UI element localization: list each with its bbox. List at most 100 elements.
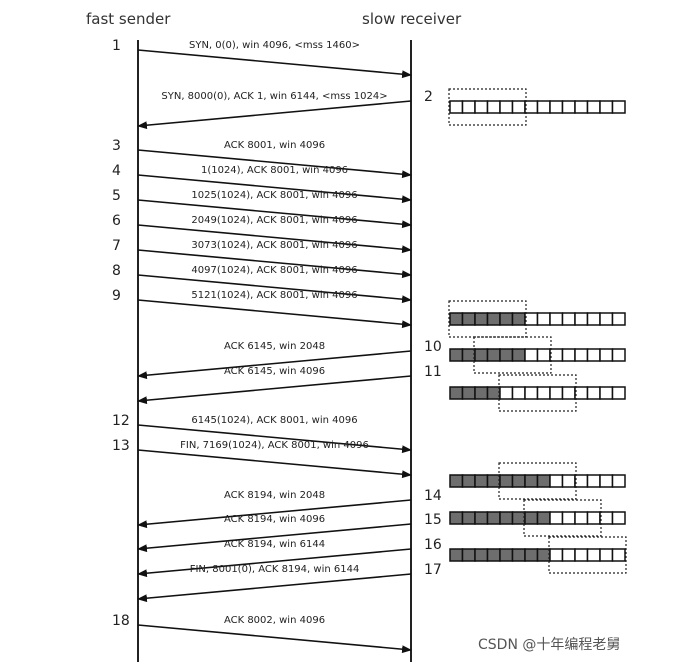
buffer-cell [524,312,539,326]
buffer-cell [561,348,576,362]
message-label-17: FIN, 8001(0), ACK 8194, win 6144 [190,564,360,575]
message-label-13: FIN, 7169(1024), ACK 8001, win 4096 [180,440,369,451]
buffer-cell [586,100,601,114]
message-label-14: ACK 8194, win 2048 [224,490,325,501]
buffer-cell [611,348,626,362]
buffer-cell [461,386,476,400]
buffer-cell [599,474,614,488]
message-arrow-5 [137,199,412,229]
buffer-cell [574,348,589,362]
buffer-cell [511,100,526,114]
buffer-cell [449,312,464,326]
message-arrow-8 [137,274,412,304]
buffer-cell [474,312,489,326]
step-number-15: 15 [424,512,442,528]
step-number-17: 17 [424,562,442,578]
buffer-cell [561,386,576,400]
buffer-cell [461,548,476,562]
buffer-cell [449,100,464,114]
buffer-cell [499,474,514,488]
message-arrow-7 [137,249,412,279]
step-number-10: 10 [424,339,442,355]
buffer-cell [461,348,476,362]
buffer-cell [536,386,551,400]
step-number-14: 14 [424,488,442,504]
buffer-cell [499,312,514,326]
buffer-cell [486,312,501,326]
buffer-cell [549,100,564,114]
step-number-11: 11 [424,364,442,380]
buffer-cell [536,312,551,326]
message-arrow-6 [137,224,412,254]
buffer-cell [574,100,589,114]
buffers-layer [448,88,627,574]
buffer-cell [599,312,614,326]
message-arrow-1 [137,49,412,79]
buffer-cell [511,511,526,525]
message-arrow-13 [137,449,412,479]
buffer-cell [499,100,514,114]
buffer-cell [449,474,464,488]
message-arrow-17 [137,573,412,603]
buffer-cell [549,548,564,562]
step-number-4: 4 [112,163,121,179]
buffer-after-13 [449,462,626,500]
message-label-6: 2049(1024), ACK 8001, win 4096 [191,215,357,226]
message-label-2: SYN, 8000(0), ACK 1, win 6144, <mss 1024… [161,91,387,102]
message-label-10: ACK 6145, win 2048 [224,341,325,352]
buffer-cell [461,474,476,488]
buffer-cell [549,474,564,488]
buffer-after-10 [449,336,626,374]
receive-window-frame [498,374,577,412]
message-label-11: ACK 6145, win 4096 [224,366,325,377]
step-number-5: 5 [112,188,121,204]
message-label-8: 4097(1024), ACK 8001, win 4096 [191,265,357,276]
buffer-cell [524,548,539,562]
buffer-cell [486,100,501,114]
buffer-cell [524,348,539,362]
buffer-cell [574,386,589,400]
buffer-cell [499,548,514,562]
message-label-16: ACK 8194, win 6144 [224,539,325,550]
buffer-cell [499,511,514,525]
buffer-cell [511,386,526,400]
buffer-cell [599,100,614,114]
buffer-cell [449,548,464,562]
buffer-cell [599,386,614,400]
message-arrow-12 [137,424,412,454]
buffer-cell [586,348,601,362]
step-number-7: 7 [112,238,121,254]
step-number-3: 3 [112,138,121,154]
message-label-1: SYN, 0(0), win 4096, <mss 1460> [189,40,360,51]
buffer-cell [611,474,626,488]
buffer-cell [461,511,476,525]
buffer-cell [536,511,551,525]
buffer-cell [611,100,626,114]
buffer-after-11 [449,374,626,412]
buffer-cell [549,386,564,400]
buffer-cell [461,100,476,114]
message-arrow-4 [137,174,412,204]
step-number-12: 12 [112,413,130,429]
buffer-cell [611,312,626,326]
message-label-12: 6145(1024), ACK 8001, win 4096 [191,415,357,426]
buffer-cell [574,548,589,562]
step-number-6: 6 [112,213,121,229]
message-arrow-15 [137,523,412,553]
buffer-cell [511,474,526,488]
buffer-cell [474,100,489,114]
buffer-cell [536,348,551,362]
buffer-cell [461,312,476,326]
buffer-cell [449,386,464,400]
receive-window-frame [473,336,552,374]
buffer-cell [511,312,526,326]
receive-window-frame [548,536,627,574]
message-label-18: ACK 8002, win 4096 [224,615,325,626]
buffer-cell [574,474,589,488]
receive-window-frame [448,300,527,338]
buffer-cell [574,312,589,326]
buffer-cell [474,348,489,362]
buffer-cell [486,386,501,400]
buffer-cell [511,548,526,562]
